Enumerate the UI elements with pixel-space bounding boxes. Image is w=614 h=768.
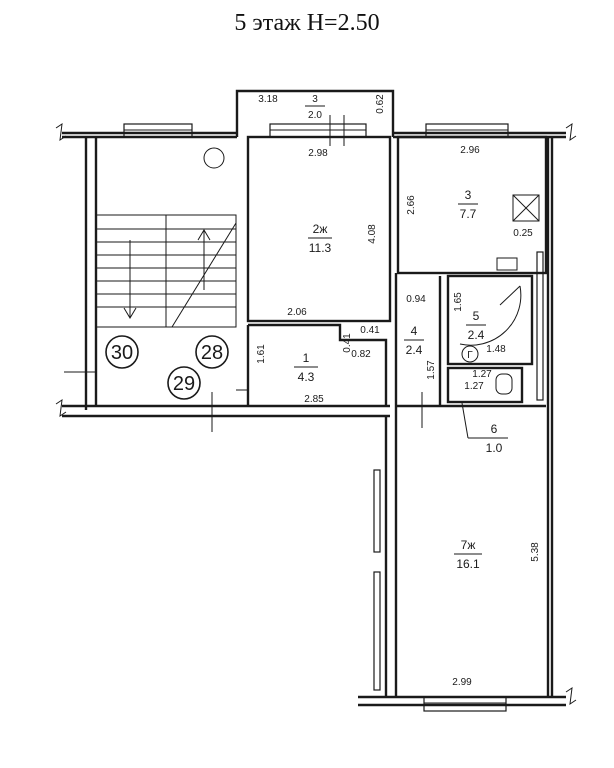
room-area: 4.3 — [298, 370, 315, 384]
svg-text:2.06: 2.06 — [287, 307, 307, 318]
svg-text:3.18: 3.18 — [258, 94, 278, 105]
svg-text:2.98: 2.98 — [308, 148, 328, 159]
door-marks — [64, 115, 423, 432]
gas-heater-icon — [461, 345, 479, 363]
svg-text:1.27: 1.27 — [464, 381, 484, 392]
room-number: 3 — [465, 188, 472, 202]
staircase — [95, 147, 237, 328]
room-number: 1 — [303, 351, 310, 365]
svg-text:2.66: 2.66 — [406, 195, 417, 215]
room-number: 2ж — [313, 222, 328, 236]
svg-text:1.48: 1.48 — [486, 344, 506, 355]
interior-walls — [246, 135, 548, 408]
room-number: 4 — [411, 324, 418, 338]
svg-text:1.65: 1.65 — [453, 292, 464, 312]
room-area: 2.4 — [468, 328, 485, 342]
plan-title: 5 этаж H=2.50 — [234, 10, 379, 36]
fixtures: Г — [459, 194, 540, 395]
balcony-outline — [235, 89, 395, 137]
bath-icon — [459, 285, 522, 346]
apartment-number: 28 — [201, 342, 223, 364]
svg-text:2.99: 2.99 — [452, 677, 472, 688]
svg-text:5.38: 5.38 — [530, 542, 541, 562]
room-number: 5 — [473, 309, 480, 323]
toilet-icon — [495, 373, 513, 395]
room-area: 2.0 — [308, 110, 322, 121]
room-number: 6 — [491, 422, 498, 436]
svg-text:0.94: 0.94 — [406, 294, 426, 305]
svg-text:1.57: 1.57 — [426, 360, 437, 380]
room-number: 7ж — [461, 538, 476, 552]
apartment-number: 30 — [111, 342, 133, 364]
room-area: 7.7 — [460, 207, 477, 221]
room-number: 3 — [312, 94, 318, 105]
svg-text:0.62: 0.62 — [375, 94, 386, 114]
gas-symbol: Г — [467, 350, 473, 361]
apartment-markers: 30 28 29 — [105, 335, 229, 400]
svg-text:1.27: 1.27 — [472, 369, 492, 380]
svg-text:4.08: 4.08 — [367, 224, 378, 244]
stove-icon — [512, 194, 540, 222]
chute-icon — [203, 147, 225, 169]
dimensions: 3.18 0.62 2.98 4.08 2.06 0.41 2.96 2.66 … — [256, 94, 541, 688]
room-labels: 2ж 11.3 3 7.7 1 4.3 4 2.4 5 2.4 6 1.0 7ж… — [294, 94, 508, 571]
svg-text:0.41: 0.41 — [342, 333, 353, 353]
svg-text:0.25: 0.25 — [513, 228, 533, 239]
room-area: 2.4 — [406, 343, 423, 357]
svg-text:0.41: 0.41 — [360, 325, 380, 336]
room-area: 1.0 — [486, 441, 503, 455]
room-area: 11.3 — [309, 241, 332, 255]
svg-text:1.61: 1.61 — [256, 344, 267, 364]
room-area: 16.1 — [456, 557, 480, 571]
svg-text:0.82: 0.82 — [351, 349, 371, 360]
svg-text:2.85: 2.85 — [304, 394, 324, 405]
apartment-number: 29 — [173, 373, 195, 395]
windows — [123, 123, 544, 712]
svg-text:2.96: 2.96 — [460, 145, 480, 156]
